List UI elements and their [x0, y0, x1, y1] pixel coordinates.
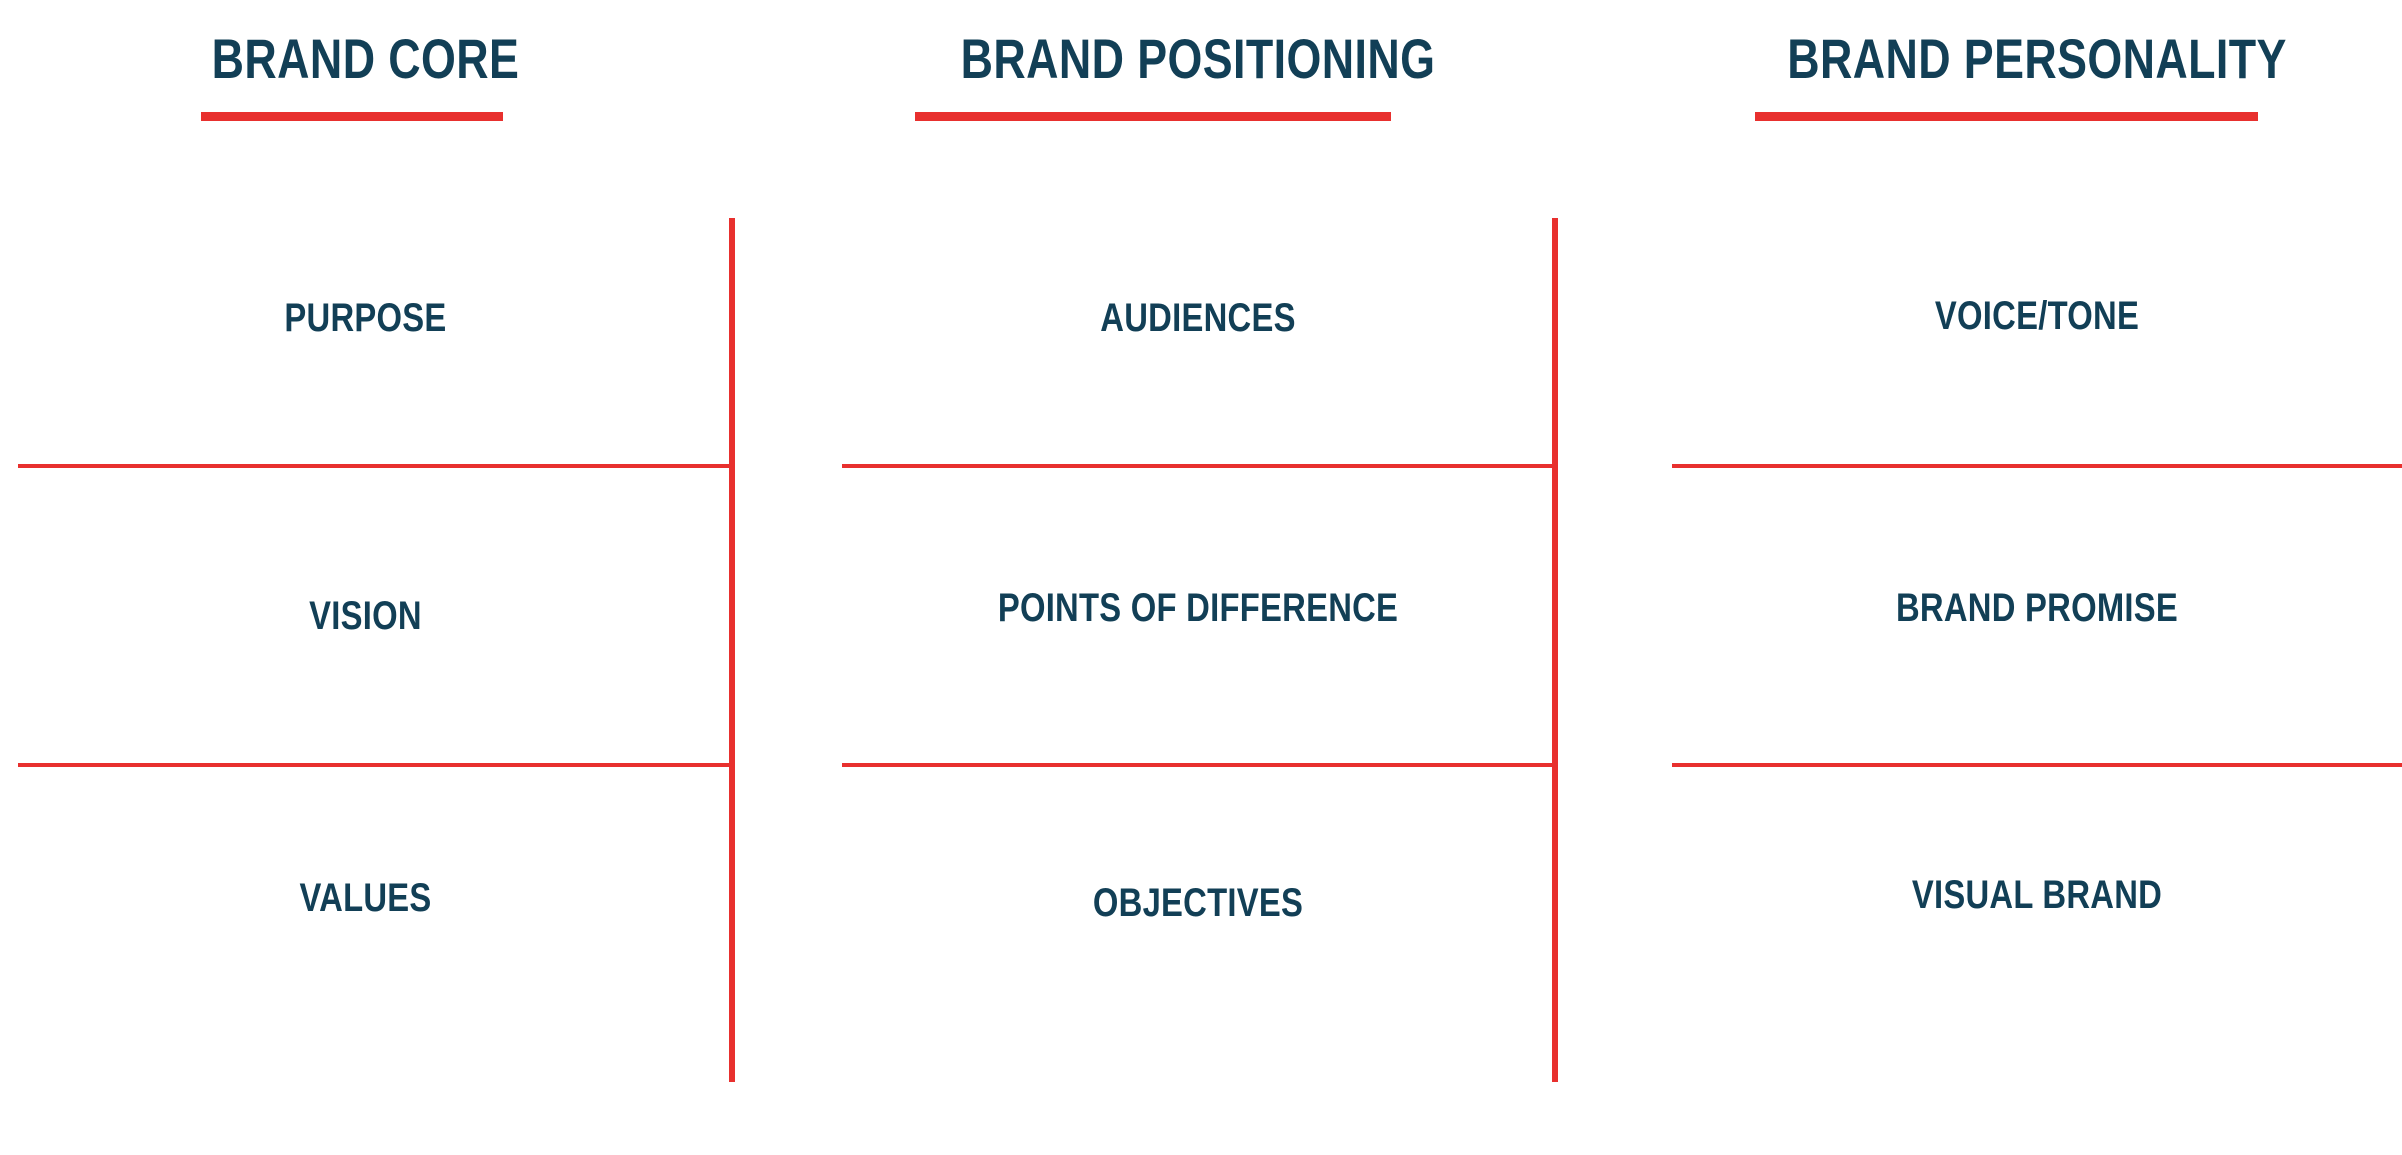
- column-heading-brand-personality: BRAND PERSONALITY: [1787, 27, 2287, 90]
- cell-brand-personality-visual-brand: VISUAL BRAND: [1911, 873, 2163, 917]
- heading-underline-brand-positioning: [915, 112, 1391, 121]
- vertical-divider-1: [729, 218, 735, 1082]
- row-divider-1-col-1: [18, 464, 735, 468]
- heading-underline-brand-personality: [1755, 112, 2258, 121]
- cell-brand-positioning-audiences: AUDIENCES: [1100, 296, 1296, 340]
- column-heading-brand-core: BRAND CORE: [211, 27, 520, 90]
- row-divider-2-col-1: [18, 763, 735, 767]
- column-headings: BRAND CORE BRAND POSITIONING BRAND PERSO…: [0, 0, 2402, 130]
- row-divider-2-col-3: [1672, 763, 2402, 767]
- cell-brand-personality-brand-promise: BRAND PROMISE: [1895, 586, 2179, 630]
- cell-brand-core-values: VALUES: [299, 876, 432, 920]
- row-divider-1-col-2: [842, 464, 1558, 468]
- cell-brand-positioning-objectives: OBJECTIVES: [1092, 881, 1304, 925]
- cell-brand-positioning-points-of-difference: POINTS OF DIFFERENCE: [997, 586, 1399, 630]
- vertical-divider-2: [1552, 218, 1558, 1082]
- row-divider-2-col-2: [842, 763, 1558, 767]
- row-divider-1-col-3: [1672, 464, 2402, 468]
- cell-brand-personality-voice-tone: VOICE/TONE: [1934, 294, 2140, 338]
- heading-underline-brand-core: [201, 112, 503, 121]
- column-heading-brand-positioning: BRAND POSITIONING: [960, 27, 1436, 90]
- cell-brand-core-vision: VISION: [309, 594, 422, 638]
- cell-brand-core-purpose: PURPOSE: [284, 296, 447, 340]
